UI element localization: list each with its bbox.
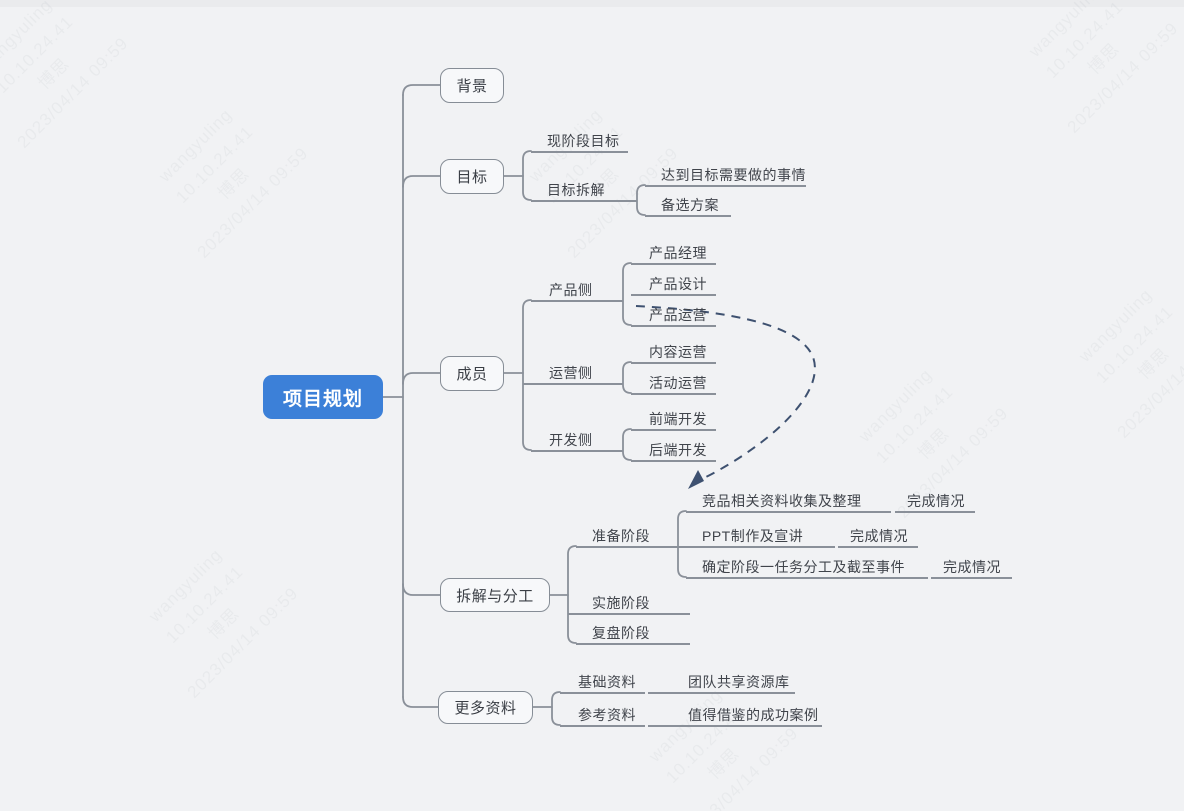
connector-dev-bracket — [622, 428, 632, 461]
topic-basic-materials[interactable]: 基础资料 — [560, 670, 645, 694]
topic-content-operations[interactable]: 内容运营 — [631, 340, 716, 364]
topic-activity-operations[interactable]: 活动运营 — [631, 371, 716, 395]
connector-branch-members — [402, 372, 441, 385]
topic-backup-plan[interactable]: 备选方案 — [645, 193, 731, 217]
branch-background[interactable]: 背景 — [440, 68, 504, 103]
branch-more-materials[interactable]: 更多资料 — [438, 691, 533, 724]
topic-ppt-creation[interactable]: PPT制作及宣讲 — [678, 524, 835, 548]
topic-product-design[interactable]: 产品设计 — [631, 272, 716, 296]
topic-reference-materials[interactable]: 参考资料 — [560, 703, 645, 727]
branch-members[interactable]: 成员 — [440, 356, 504, 391]
topic-product-manager[interactable]: 产品经理 — [631, 241, 716, 265]
topic-completion-status-3[interactable]: 完成情况 — [931, 555, 1012, 579]
topic-goal-breakdown[interactable]: 目标拆解 — [531, 178, 637, 202]
connector-prep-bracket — [677, 510, 687, 578]
connector-branch-background — [402, 84, 441, 96]
branch-goals[interactable]: 目标 — [440, 159, 504, 194]
topic-things-to-reach-goal[interactable]: 达到目标需要做的事情 — [645, 163, 806, 187]
topic-backend-dev[interactable]: 后端开发 — [631, 438, 716, 462]
topic-completion-status-1[interactable]: 完成情况 — [895, 489, 975, 513]
connector-goal-breakdown-bracket — [636, 184, 646, 216]
canvas-top-edge — [0, 0, 1184, 7]
topic-team-shared-library[interactable]: 团队共享资源库 — [648, 670, 795, 694]
topic-implementation-phase[interactable]: 实施阶段 — [568, 591, 690, 615]
topic-product-operations[interactable]: 产品运营 — [631, 303, 716, 327]
topic-current-stage-goals[interactable]: 现阶段目标 — [531, 129, 628, 153]
connector-goals-bracket — [522, 150, 532, 201]
connector-ops-bracket — [622, 361, 632, 394]
topic-completion-status-2[interactable]: 完成情况 — [838, 524, 918, 548]
connector-more-bracket — [551, 691, 561, 726]
topic-prep-phase[interactable]: 准备阶段 — [576, 524, 678, 548]
connector-branch-breakdown — [402, 583, 441, 596]
branch-breakdown-division[interactable]: 拆解与分工 — [440, 578, 550, 612]
connector-breakdown-bracket — [567, 545, 577, 644]
topic-successful-cases[interactable]: 值得借鉴的成功案例 — [648, 703, 822, 727]
topic-phase1-task-assignment[interactable]: 确定阶段一任务分工及截至事件 — [686, 555, 928, 579]
root-topic[interactable]: 项目规划 — [263, 375, 383, 419]
connector-branch-more — [402, 696, 439, 708]
connector-product-bracket — [622, 262, 632, 326]
topic-review-phase[interactable]: 复盘阶段 — [576, 621, 690, 645]
topic-competitor-research[interactable]: 竞品相关资料收集及整理 — [686, 489, 891, 513]
topic-frontend-dev[interactable]: 前端开发 — [631, 407, 716, 431]
topic-development-side[interactable]: 开发侧 — [531, 428, 623, 452]
topic-product-side[interactable]: 产品侧 — [531, 278, 623, 302]
relation-arrowhead-icon — [688, 470, 704, 489]
connector-branch-goals — [402, 175, 441, 188]
relation-dashed-curve[interactable] — [635, 305, 816, 479]
topic-operations-side[interactable]: 运营侧 — [523, 361, 623, 385]
connector-members-bracket — [522, 299, 532, 451]
